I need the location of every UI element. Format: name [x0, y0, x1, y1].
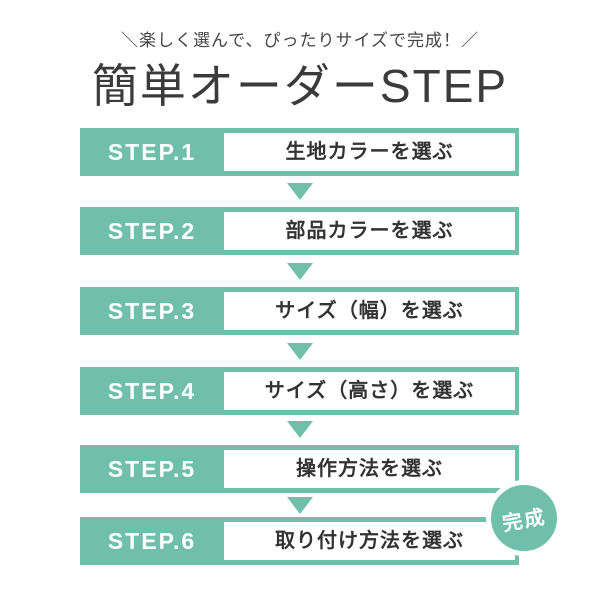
- step-row-1: STEP.1 生地カラーを選ぶ: [80, 128, 519, 176]
- down-arrow-icon: [287, 263, 313, 280]
- step-row-5: STEP.5 操作方法を選ぶ: [80, 445, 519, 493]
- step-row-3: STEP.3 サイズ（幅）を選ぶ: [80, 287, 519, 335]
- step-2-badge: STEP.2: [107, 218, 197, 244]
- step-row-6: STEP.6 取り付け方法を選ぶ: [80, 517, 519, 565]
- completion-badge-label: 完成: [500, 505, 549, 536]
- step-4-badge: STEP.4: [107, 378, 197, 404]
- step-5-badge: STEP.5: [107, 456, 197, 482]
- down-arrow-icon: [287, 497, 313, 514]
- down-arrow-icon: [287, 343, 313, 360]
- step-6-description: 取り付け方法を選ぶ: [224, 522, 515, 560]
- completion-badge: 完成: [486, 480, 562, 556]
- down-arrow-icon: [287, 183, 313, 200]
- step-2-description: 部品カラーを選ぶ: [224, 212, 515, 250]
- tagline: ＼楽しく選んで、ぴったりサイズで完成！／: [121, 31, 479, 50]
- step-6-badge: STEP.6: [107, 528, 197, 554]
- page-title: 簡単オーダーSTEP: [91, 60, 509, 112]
- down-arrow-icon: [287, 421, 313, 438]
- step-row-4: STEP.4 サイズ（高さ）を選ぶ: [80, 367, 519, 415]
- step-4-description: サイズ（高さ）を選ぶ: [224, 372, 515, 410]
- step-3-description: サイズ（幅）を選ぶ: [224, 292, 515, 330]
- step-5-description: 操作方法を選ぶ: [224, 450, 515, 488]
- step-1-description: 生地カラーを選ぶ: [224, 133, 515, 171]
- step-3-badge: STEP.3: [107, 298, 197, 324]
- step-1-badge: STEP.1: [107, 139, 197, 165]
- step-row-2: STEP.2 部品カラーを選ぶ: [80, 207, 519, 255]
